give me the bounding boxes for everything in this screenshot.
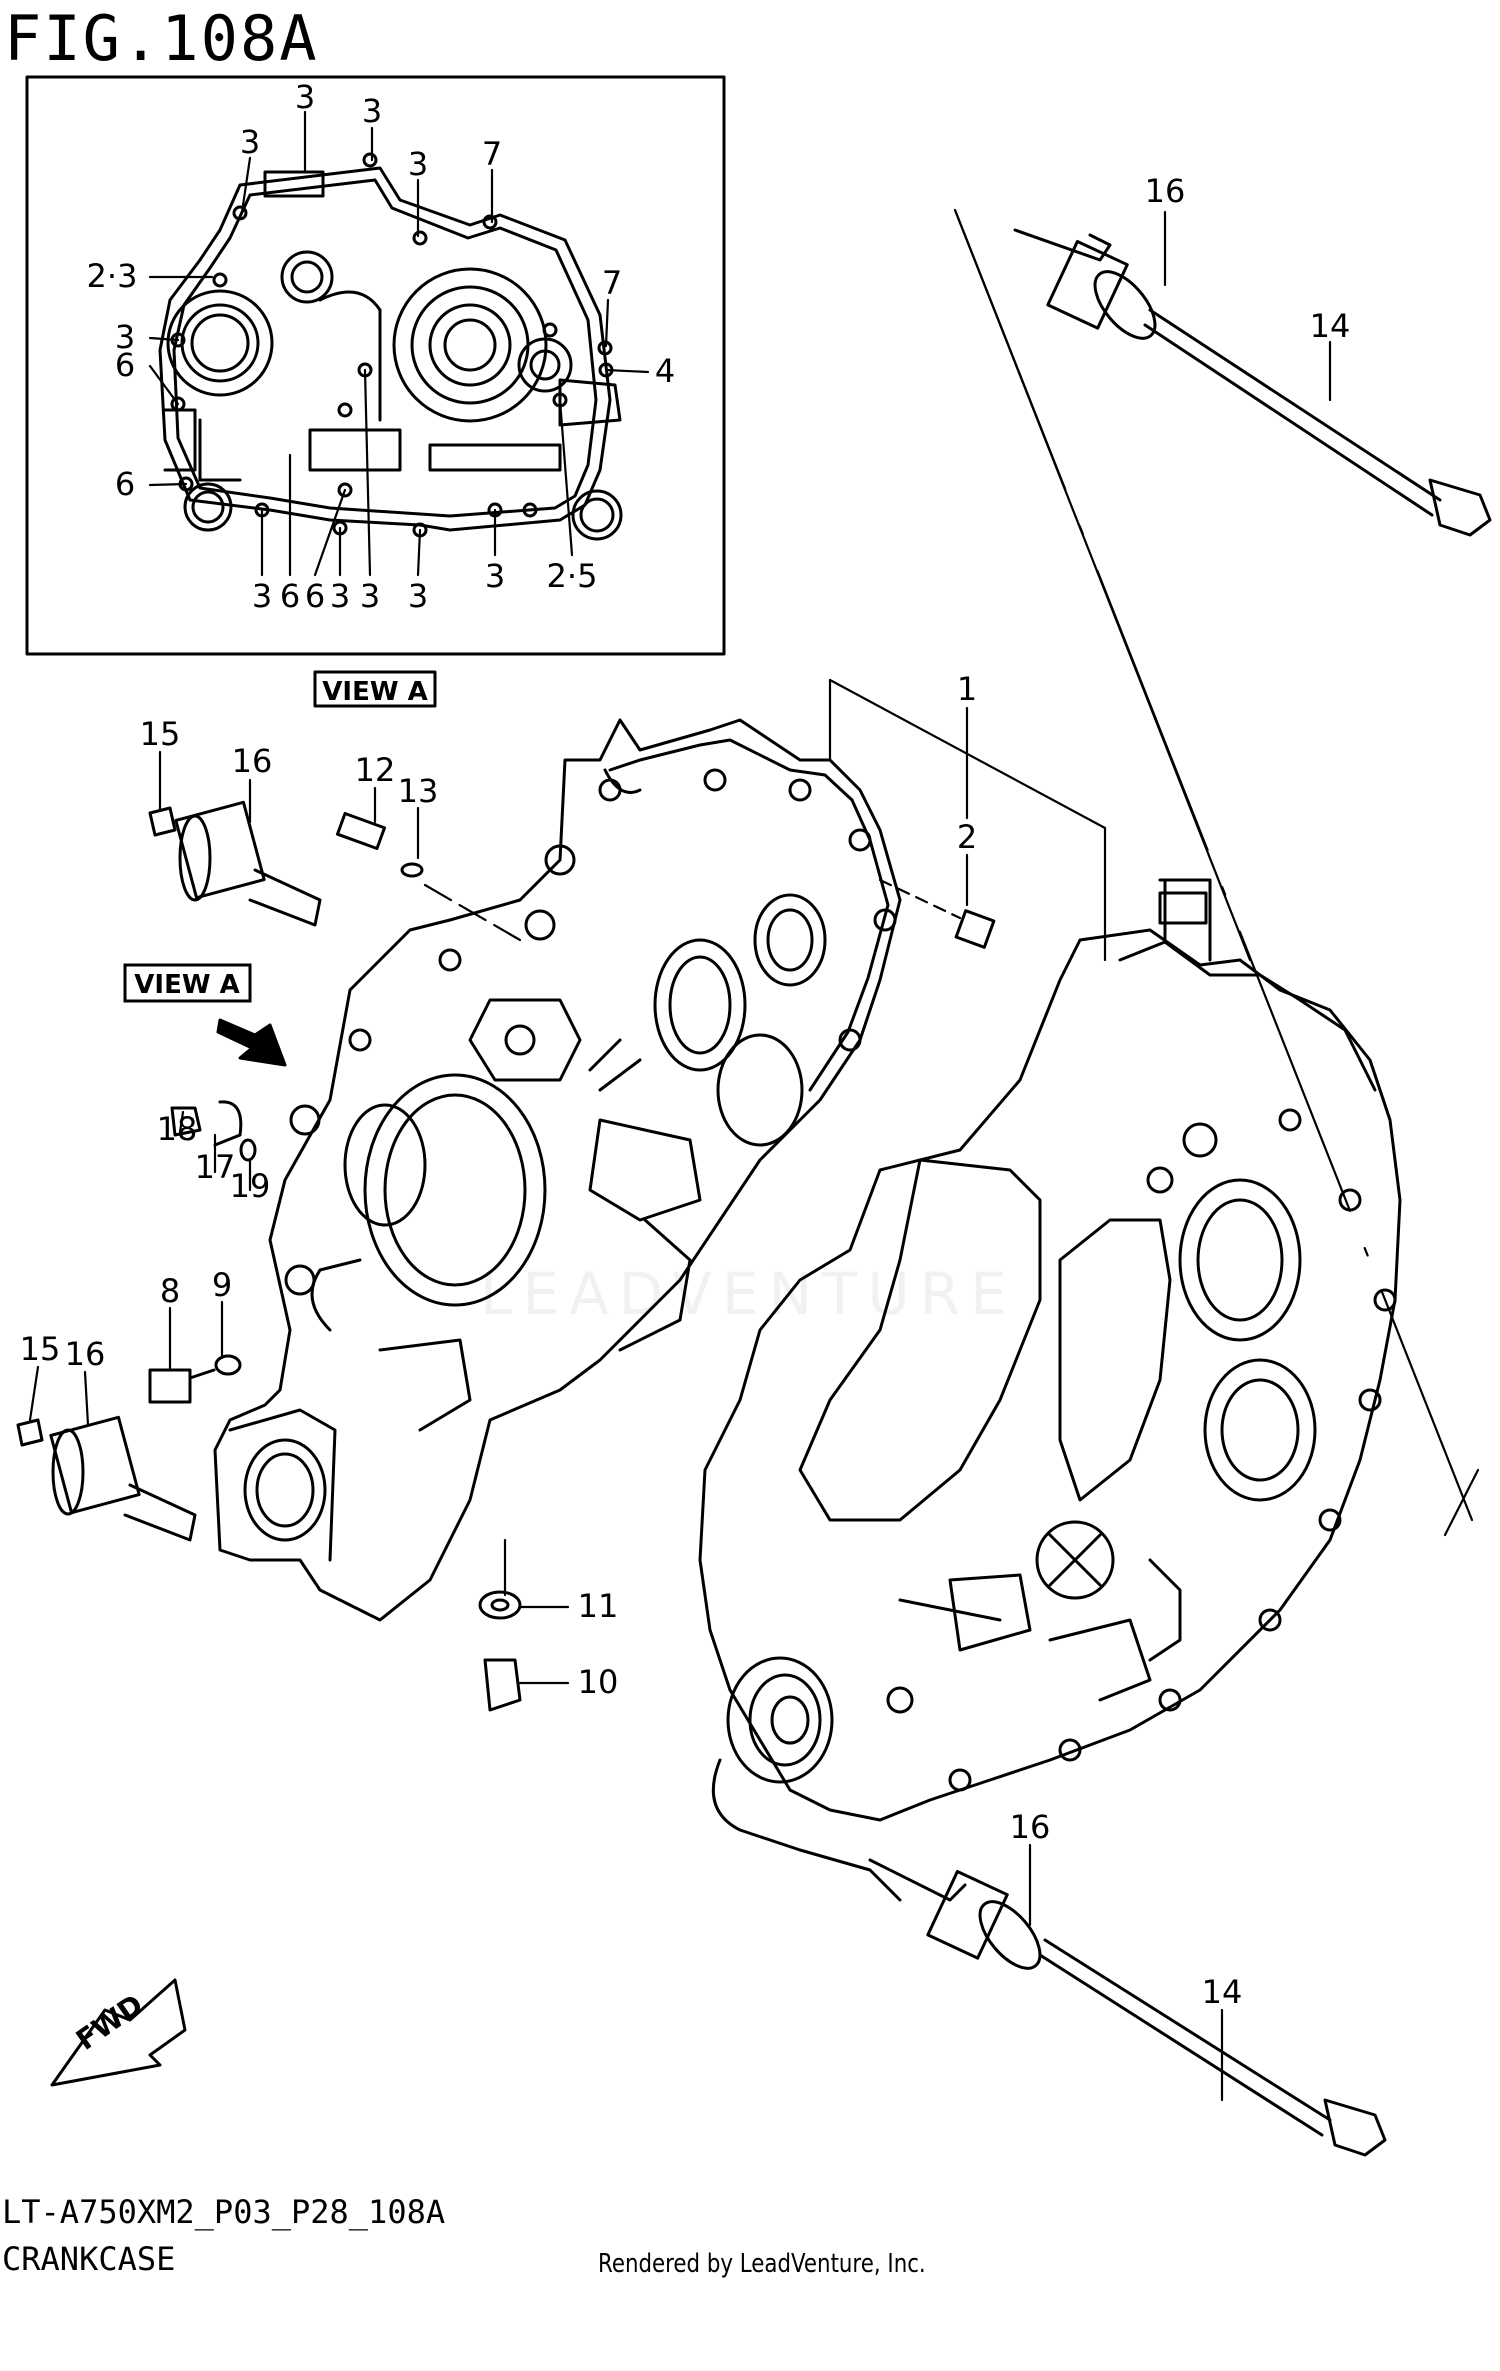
credit-text: Rendered by LeadVenture, Inc. <box>598 2249 926 2279</box>
stud-bolt-upper <box>1013 228 1492 537</box>
part-callout: 11 <box>578 1587 619 1625</box>
part-callout: 1 <box>957 670 977 708</box>
inset-callout: 2·3 <box>87 257 138 295</box>
inset-callout: 3 <box>252 577 272 615</box>
part-callout: 14 <box>1202 1973 1243 2011</box>
part-callout: 16 <box>65 1335 106 1373</box>
sleeve-15-16-upper <box>148 800 322 927</box>
right-crankcase-half <box>698 878 1402 1902</box>
inset-callout: 3 <box>408 145 428 183</box>
inset-callout: 7 <box>602 264 622 302</box>
fwd-label: FWD <box>70 1988 149 2057</box>
inset-callout: 4 <box>655 352 675 390</box>
inset-frame <box>25 75 726 656</box>
part-callout: 19 <box>230 1167 271 1205</box>
watermark-text: LEADVENTURE <box>480 1260 1017 1328</box>
inset-callout: 3 <box>240 123 260 161</box>
figure-name: CRANKCASE <box>2 2240 176 2278</box>
inset-callout: 6 <box>115 465 135 503</box>
stud-bolt-lower <box>868 1858 1387 2157</box>
left-crankcase-half <box>213 718 902 1622</box>
part-callout: 16 <box>1010 1808 1051 1846</box>
part-callout: 12 <box>355 751 396 789</box>
part-callout: 13 <box>398 772 439 810</box>
part-callout: 10 <box>578 1663 619 1701</box>
view-a-pointer-text: VIEW A <box>134 970 239 1000</box>
view-a-arrow <box>216 1018 287 1067</box>
part-callout: 16 <box>232 742 273 780</box>
part-callout: 2 <box>957 818 977 856</box>
part-callout: 8 <box>160 1272 180 1310</box>
inset-callout: 3 <box>408 577 428 615</box>
inset-callout: 6 <box>115 346 135 384</box>
inset-callout: 3 <box>362 92 382 130</box>
inset-callout: 3 <box>115 318 135 356</box>
inset-callout: 3 <box>330 577 350 615</box>
view-a-pointer-label: VIEW A <box>123 963 252 1003</box>
inset-caption: VIEW A <box>322 677 427 707</box>
part-callout: 15 <box>140 715 181 753</box>
inset-callout: 3 <box>295 78 315 116</box>
inset-callout: 2·5 <box>547 557 598 595</box>
part-callout: 14 <box>1310 307 1351 345</box>
part-leaders <box>28 210 1332 2102</box>
figure-title: FIG.108A <box>4 2 319 75</box>
inset-callout: 7 <box>482 135 502 173</box>
inset-callout: 6 <box>280 577 300 615</box>
inset-callout: 6 <box>305 577 325 615</box>
part-callout: 18 <box>157 1110 198 1148</box>
part-callout: 17 <box>195 1148 236 1186</box>
figure-code: LT-A750XM2_P03_P28_108A <box>2 2193 446 2231</box>
part-callout: 15 <box>20 1330 61 1368</box>
part-callout: 9 <box>212 1266 232 1304</box>
part-callout: 16 <box>1145 172 1186 210</box>
assembly-lines <box>423 208 1480 1537</box>
sleeve-15-16-lower <box>16 1415 197 1542</box>
inset-cover-drawing <box>158 152 623 541</box>
inset-leaders <box>148 110 650 577</box>
inset-callout: 3 <box>360 577 380 615</box>
inset-caption-box <box>313 670 437 708</box>
inset-callout: 3 <box>485 557 505 595</box>
small-fasteners <box>148 811 996 1712</box>
fwd-arrow <box>50 1978 187 2087</box>
